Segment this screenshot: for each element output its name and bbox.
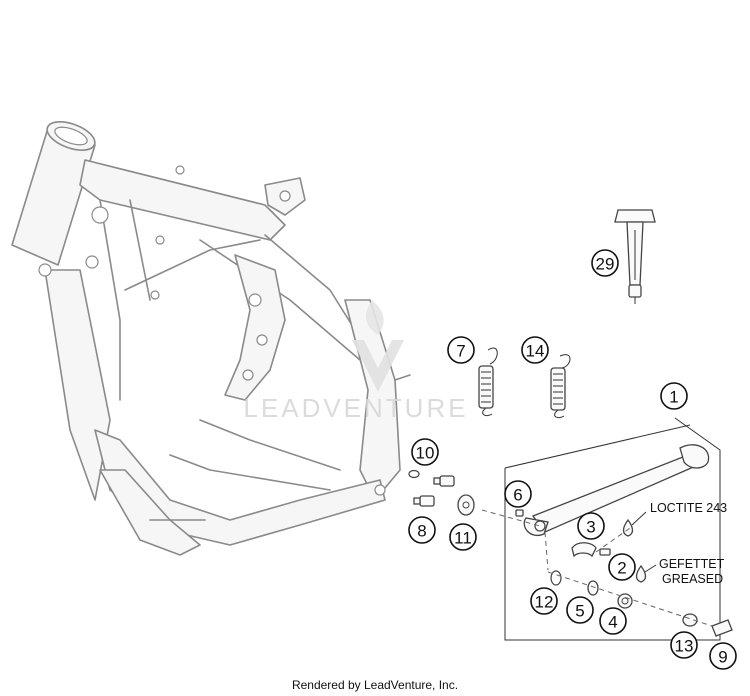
callout-1[interactable]: 1 — [660, 382, 688, 410]
callout-3-label: 3 — [586, 518, 595, 537]
callout-10[interactable]: 10 — [411, 438, 439, 466]
loctite-note: LOCTITE 243 — [631, 501, 727, 526]
callout-14-label: 14 — [526, 342, 545, 361]
callout-9[interactable]: 9 — [709, 642, 737, 670]
callout-7-label: 7 — [456, 342, 465, 361]
callout-4[interactable]: 4 — [599, 607, 627, 635]
callout-29-label: 29 — [596, 255, 615, 274]
gefettet-text: GEFETTET — [659, 557, 725, 571]
part-14-spring — [550, 354, 571, 419]
callout-1-label: 1 — [669, 388, 678, 407]
callout-11-label: 11 — [454, 529, 472, 548]
loctite-text: LOCTITE 243 — [650, 501, 727, 515]
leadventure-watermark: LEADVENTURE — [243, 300, 468, 423]
callout-8-label: 8 — [417, 522, 426, 541]
callout-6[interactable]: 6 — [504, 480, 532, 508]
part-7-spring — [478, 347, 498, 417]
callout-11[interactable]: 11 — [449, 523, 477, 551]
callout-29[interactable]: 29 — [591, 249, 619, 277]
callout-13-label: 13 — [675, 637, 694, 656]
frame-drawing — [11, 121, 411, 556]
greased-text: GREASED — [662, 572, 723, 586]
callout-8[interactable]: 8 — [408, 516, 436, 544]
callout-5[interactable]: 5 — [566, 596, 594, 624]
part-29-tool — [614, 209, 656, 304]
grease-note: GEFETTET GREASED — [644, 557, 725, 586]
callout-12[interactable]: 12 — [530, 587, 558, 615]
callout-6-label: 6 — [513, 486, 522, 505]
callout-5-label: 5 — [575, 602, 584, 621]
callout-3[interactable]: 3 — [577, 512, 605, 540]
parts-8-10-11 — [408, 469, 524, 517]
callout-10-label: 10 — [416, 444, 435, 463]
callout-13[interactable]: 13 — [670, 631, 698, 659]
callout-7[interactable]: 7 — [447, 336, 475, 364]
callout-12-label: 12 — [535, 593, 554, 612]
callout-4-label: 4 — [608, 613, 617, 632]
footer-credit: Rendered by LeadVenture, Inc. — [291, 678, 459, 692]
callout-14[interactable]: 14 — [521, 336, 549, 364]
callout-2-label: 2 — [617, 559, 626, 578]
watermark-text: LEADVENTURE — [243, 393, 468, 423]
callout-9-label: 9 — [718, 648, 727, 667]
side-stand-assembly — [481, 417, 733, 641]
callout-2[interactable]: 2 — [608, 553, 636, 581]
